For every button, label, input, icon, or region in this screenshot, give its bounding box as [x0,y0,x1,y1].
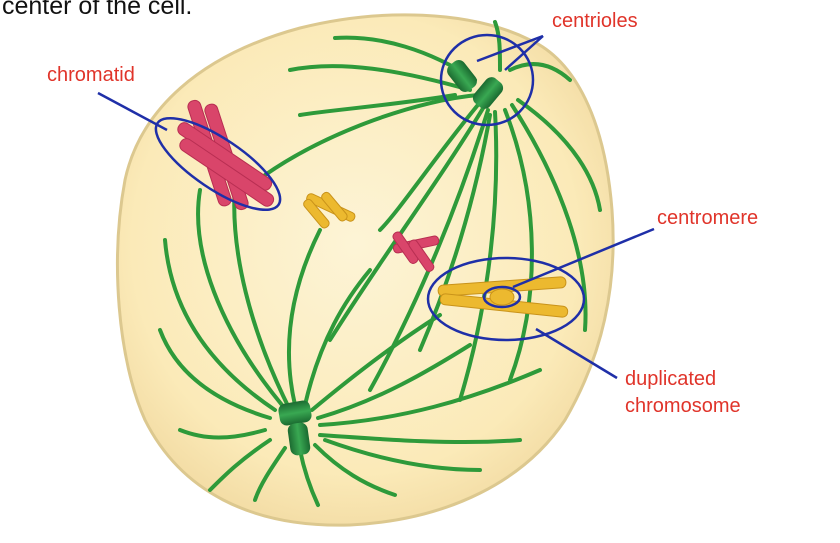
label-duplicated-line2: chromosome [625,395,741,417]
centrioles-highlight-oval [439,33,535,127]
label-centrioles: centrioles [552,10,638,32]
spindle-fibers [158,20,602,507]
duplicated-chromosome-highlight-oval [426,256,586,342]
chromosome-red-small [392,231,440,272]
centriole-pair-top [447,60,504,109]
label-duplicated-chromosome: duplicated chromosome [625,366,741,420]
centriole-pair-bottom [278,400,312,456]
centromere-highlight-oval [482,285,522,309]
label-centromere: centromere [657,207,759,229]
chromosome-yellow-small [303,191,356,229]
chromosome-red-large [177,99,275,211]
annotation-pointers [97,33,655,380]
chromatid-highlight-oval [154,116,282,212]
label-chromatid: chromatid [47,64,135,86]
cell-membrane [116,13,615,527]
caption-text: center of the cell. [2,0,193,20]
label-duplicated-line1: duplicated [625,368,717,390]
